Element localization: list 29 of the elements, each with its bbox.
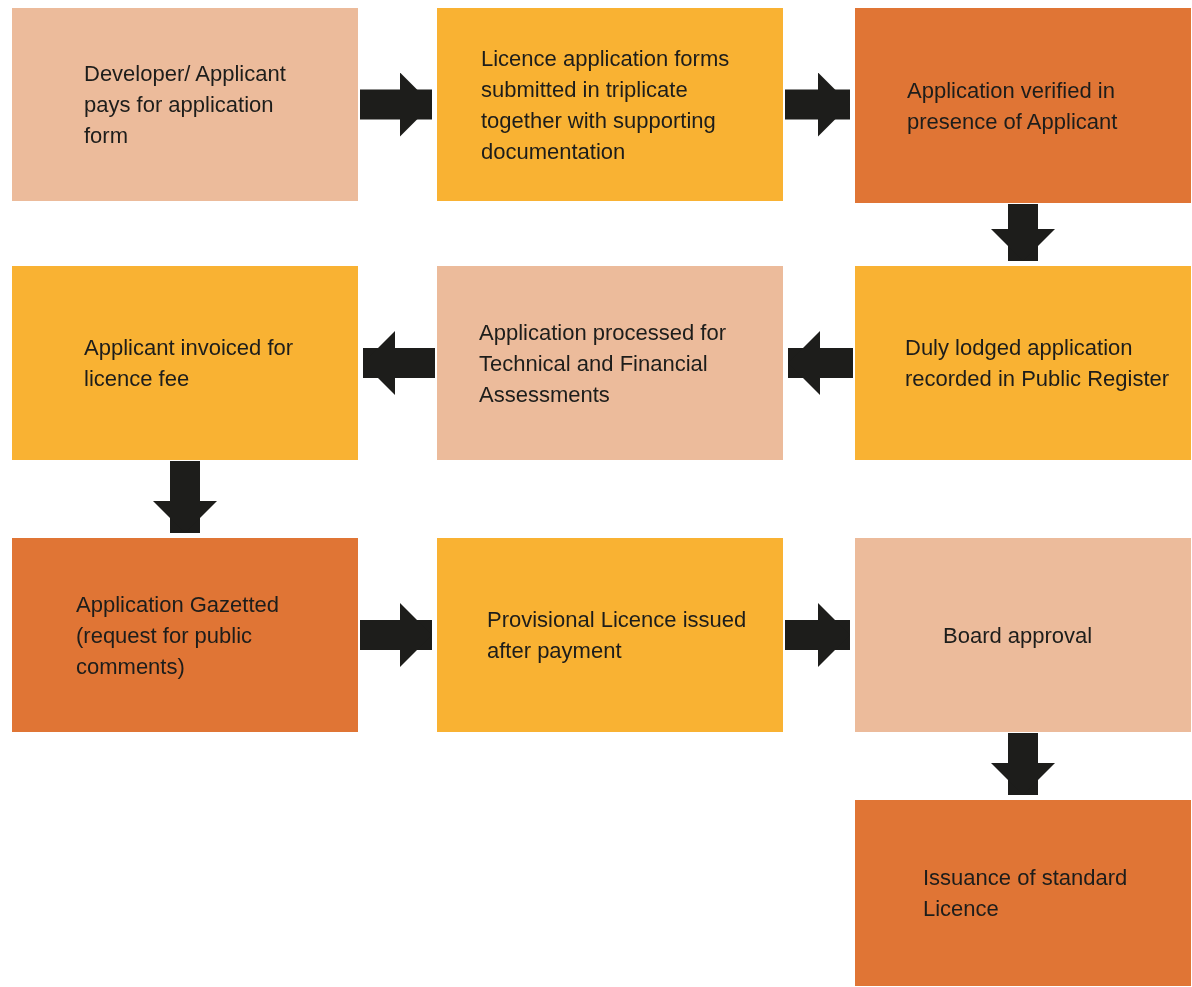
- process-box: [12, 538, 358, 732]
- block-arrow: [788, 331, 853, 395]
- process-box: [855, 538, 1191, 732]
- step-text: Developer/ Applicant pays for application form: [84, 60, 287, 150]
- step-text: Duly lodged application recorded in Public Register: [905, 334, 1171, 393]
- process-box: [855, 800, 1191, 986]
- step-text: Applicant invoiced for licence fee: [84, 334, 295, 393]
- process-box: [12, 8, 358, 201]
- process-box: [437, 8, 783, 201]
- step-text: Issuance of standard Licence: [923, 864, 1129, 923]
- block-arrow: [363, 331, 435, 395]
- process-box: [437, 266, 783, 460]
- step-text: Licence application forms submitted in triplicate together with supporting documentation: [481, 44, 731, 166]
- step-text: Application processed for Technical and Financial Assessments: [479, 318, 728, 409]
- process-box: [855, 8, 1191, 203]
- process-box: [855, 266, 1191, 460]
- step-text: Application Gazetted (request for public comments): [76, 590, 281, 681]
- step-text: Provisional Licence issued after payment: [487, 606, 747, 665]
- process-box: [12, 266, 358, 460]
- step-text: Application verified in presence of Applicant: [907, 76, 1119, 136]
- block-arrow: [360, 603, 432, 667]
- block-arrow: [991, 733, 1055, 795]
- process-box: [437, 538, 783, 732]
- block-arrow: [785, 603, 850, 667]
- block-arrow: [153, 461, 217, 533]
- block-arrow: [360, 72, 432, 137]
- block-arrow: [785, 72, 850, 137]
- block-arrow: [991, 204, 1055, 261]
- step-text: Board approval: [943, 621, 1094, 650]
